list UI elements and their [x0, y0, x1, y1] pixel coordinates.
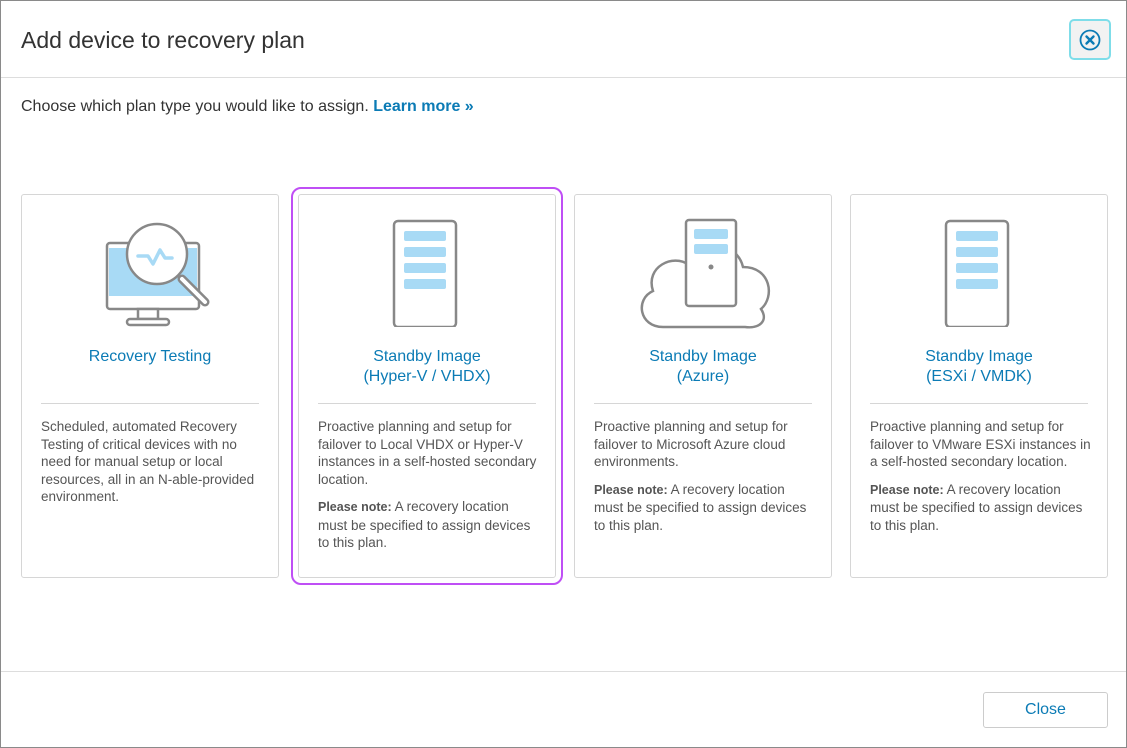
dialog-header: Add device to recovery plan — [1, 1, 1126, 78]
description-text: Proactive planning and setup for failove… — [318, 419, 537, 487]
card-description: Proactive planning and setup for failove… — [594, 418, 817, 534]
card-title: Standby Image (Azure) — [575, 347, 831, 387]
card-note: Please note: A recovery location must be… — [318, 498, 541, 552]
note-text: A recovery location must be specified to… — [318, 499, 531, 550]
card-divider — [318, 403, 536, 404]
note-text: A recovery location must be specified to… — [870, 481, 1083, 533]
close-button[interactable]: Close — [983, 692, 1108, 728]
monitor-magnifier-icon — [22, 217, 278, 337]
description-text: Proactive planning and setup for failove… — [870, 419, 1091, 469]
server-icon — [851, 217, 1107, 337]
card-title-line1: Standby Image — [373, 348, 481, 365]
dialog-title: Add device to recovery plan — [21, 27, 305, 53]
note-label: Please note: — [318, 500, 392, 514]
plan-card-standby-esxi[interactable]: Standby Image (ESXi / VMDK) Proactive pla… — [850, 194, 1108, 578]
intro-text: Choose which plan type you would like to… — [21, 98, 474, 116]
note-label: Please note: — [870, 482, 944, 497]
card-description: Scheduled, automated Recovery Testing of… — [41, 419, 255, 504]
close-circle-icon — [1079, 29, 1101, 50]
card-title-line1: Recovery Testing — [88, 348, 212, 365]
card-title-line2: (Azure) — [676, 368, 730, 385]
card-title: Standby Image (ESXi / VMDK) — [851, 347, 1107, 387]
plan-card-standby-azure[interactable]: Standby Image (Azure) Proactive planning … — [574, 194, 832, 578]
card-description: Proactive planning and setup for failove… — [318, 418, 541, 552]
note-label: Please note: — [594, 482, 668, 497]
card-divider — [870, 403, 1088, 404]
plan-card-standby-hyperv[interactable]: Standby Image (Hyper-V / VHDX) Proactive … — [291, 187, 563, 585]
card-title-line1: Standby Image — [925, 348, 1033, 365]
card-note: Please note: A recovery location must be… — [594, 481, 817, 535]
card-description: Proactive planning and setup for failove… — [870, 418, 1093, 534]
learn-more-link[interactable]: Learn more » — [373, 98, 474, 115]
intro-label: Choose which plan type you would like to… — [21, 98, 369, 115]
card-title-line2: (Hyper-V / VHDX) — [363, 368, 491, 385]
close-x-button[interactable] — [1069, 19, 1111, 60]
dialog-footer-divider — [1, 671, 1126, 672]
note-text: A recovery location must be specified to… — [594, 481, 807, 533]
card-title: Standby Image (Hyper-V / VHDX) — [299, 347, 555, 387]
plan-card-recovery-testing[interactable]: Recovery Testing Scheduled, automated Re… — [21, 194, 279, 578]
card-note: Please note: A recovery location must be… — [870, 481, 1093, 535]
description-text: Proactive planning and setup for failove… — [594, 419, 788, 469]
cloud-server-icon — [575, 217, 831, 337]
card-divider — [41, 403, 259, 404]
card-title: Recovery Testing — [22, 347, 278, 367]
card-title-line1: Standby Image — [649, 348, 757, 365]
card-title-line2: (ESXi / VMDK) — [926, 368, 1032, 385]
server-icon — [299, 217, 555, 337]
card-divider — [594, 403, 812, 404]
